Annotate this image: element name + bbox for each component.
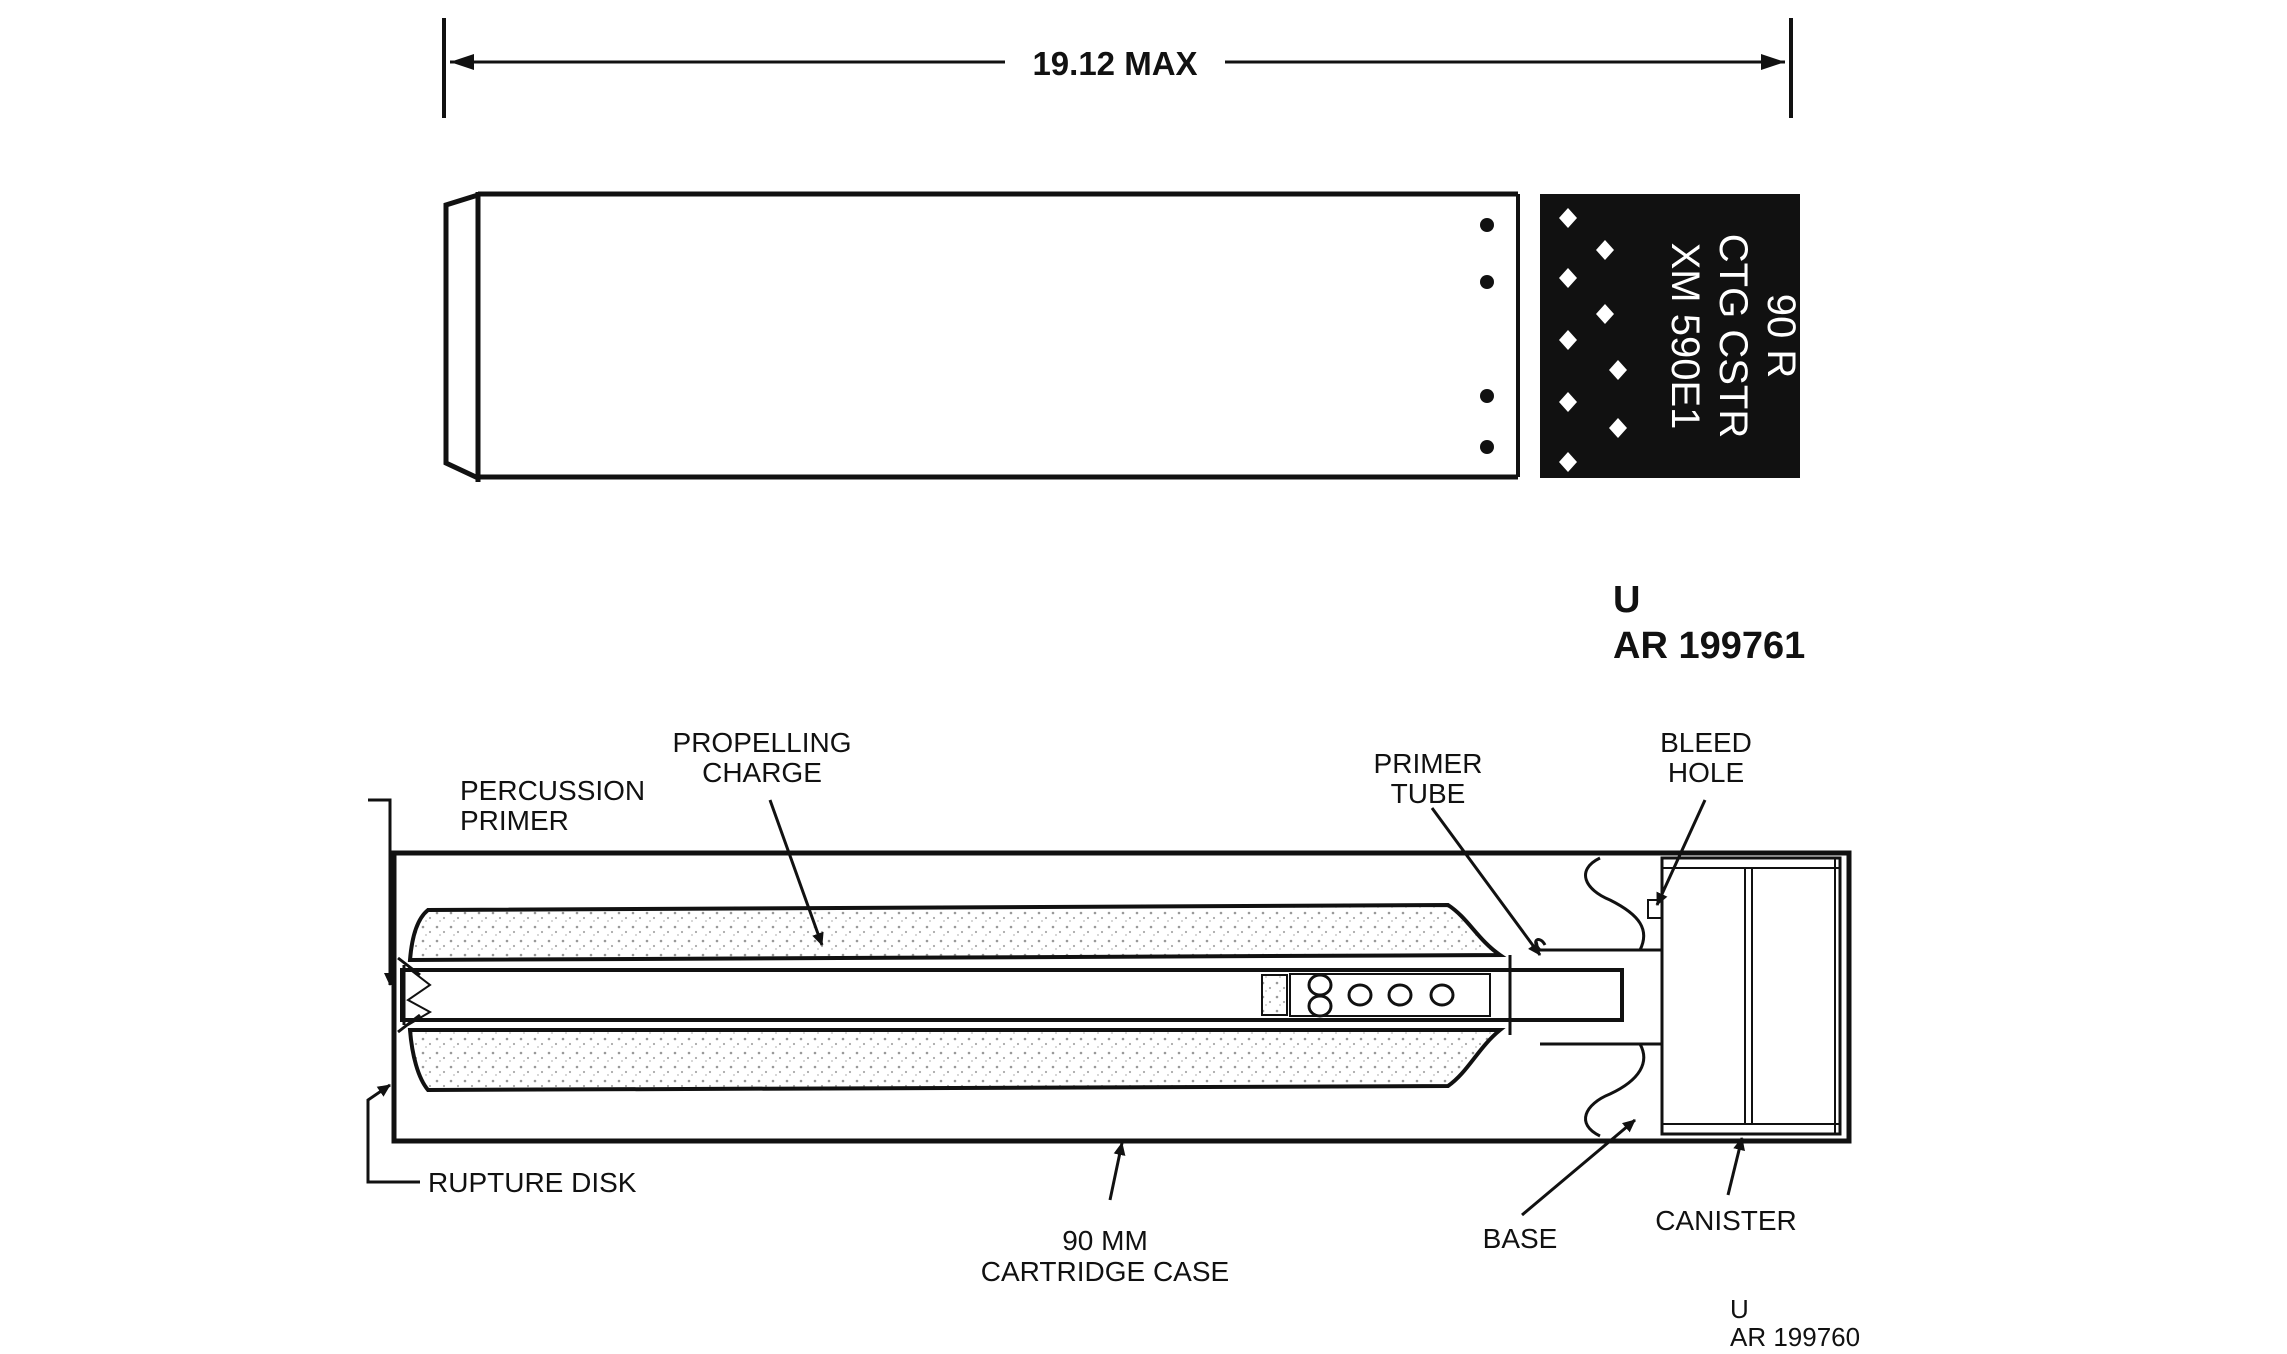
- label-percussion-primer-2: PRIMER: [460, 805, 569, 836]
- label-rupture-disk: RUPTURE DISK: [428, 1167, 637, 1198]
- label-cartridge-case-1: 90 MM: [1062, 1225, 1148, 1256]
- marking-line-1: 90 R: [1759, 294, 1803, 379]
- label-primer-tube-1: PRIMER: [1374, 748, 1483, 779]
- marking-band: XM 590E1 CTG CSTR 90 R: [1540, 194, 1803, 478]
- top-view: 19.12 MAX: [442, 18, 1805, 667]
- dimension-label: 19.12 MAX: [1032, 45, 1197, 82]
- base-section: [1534, 856, 1663, 1138]
- ref-top-line1: U: [1613, 579, 1640, 621]
- marking-line-3: XM 590E1: [1663, 243, 1707, 430]
- cartridge-case-outline: [391, 850, 1852, 1144]
- label-propelling-charge-1: PROPELLING: [673, 727, 852, 758]
- label-percussion-primer-1: PERCUSSION: [460, 775, 645, 806]
- canister-exterior: [443, 191, 1520, 482]
- rivet-dot: [1480, 275, 1494, 289]
- rivet-dot: [1480, 389, 1494, 403]
- leader-lines: [366, 798, 1745, 1217]
- label-cartridge-case-2: CARTRIDGE CASE: [981, 1256, 1229, 1287]
- marking-line-2: CTG CSTR: [1711, 234, 1755, 438]
- label-base: BASE: [1483, 1223, 1558, 1254]
- label-bleed-hole-1: BLEED: [1660, 727, 1752, 758]
- ref-bottom-line2: AR 199760: [1730, 1322, 1860, 1352]
- dimension-line: 19.12 MAX: [442, 18, 1793, 118]
- ref-bottom-line1: U: [1730, 1294, 1749, 1324]
- rivet-dot: [1480, 440, 1494, 454]
- canister-section: [1660, 856, 1842, 1136]
- ref-top-line2: AR 199761: [1613, 625, 1805, 667]
- percussion-primer-detail: [397, 956, 433, 1034]
- propelling-charge-upper: [407, 902, 1507, 963]
- rivet-dot: [1480, 218, 1494, 232]
- label-propelling-charge-2: CHARGE: [702, 757, 822, 788]
- label-bleed-hole-2: HOLE: [1668, 757, 1744, 788]
- section-view: PERCUSSION PRIMER PROPELLING CHARGE PRIM…: [366, 727, 1860, 1352]
- label-canister: CANISTER: [1655, 1205, 1797, 1236]
- propelling-charge-lower: [407, 1028, 1506, 1093]
- primer-tube: [400, 955, 1624, 1035]
- label-primer-tube-2: TUBE: [1391, 778, 1466, 809]
